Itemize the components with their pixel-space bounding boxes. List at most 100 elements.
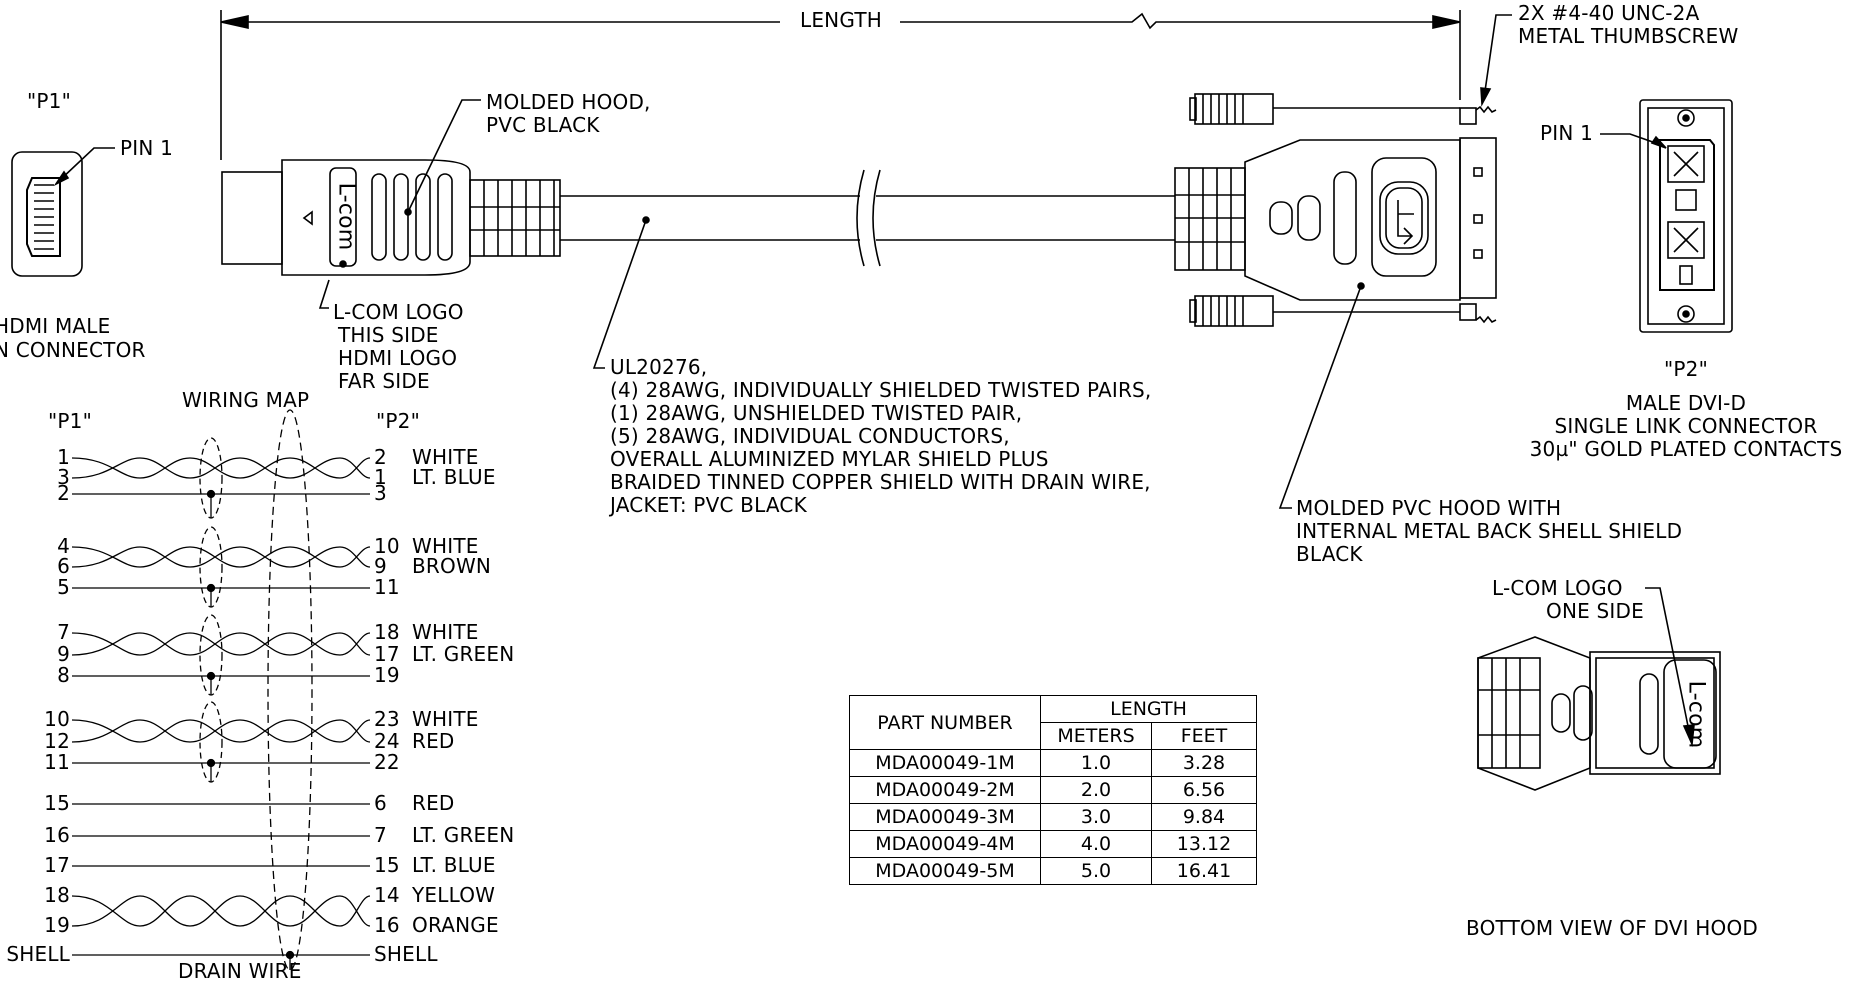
wiring-color: LT. BLUE <box>412 853 496 877</box>
wiring-p1-pin: SHELL <box>6 942 70 966</box>
p2-desc-1: MALE DVI-D <box>1625 391 1747 415</box>
wiring-map <box>71 409 371 971</box>
wiring-p1-pin: 12 <box>44 729 70 753</box>
wiring-map-title: WIRING MAP <box>182 388 310 412</box>
feet-header: FEET <box>1151 722 1257 750</box>
thumbscrew-callout-2: METAL THUMBSCREW <box>1518 24 1739 48</box>
hood-hdmi-callout-1: MOLDED HOOD, <box>486 90 651 114</box>
wiring-p2-pin: 7 <box>374 823 387 847</box>
p1-desc-2: N CONNECTOR <box>0 338 146 362</box>
wiring-p2-pin: 22 <box>374 750 400 774</box>
table-cell-part: MDA00049-5M <box>849 857 1041 885</box>
table-cell-meters: 2.0 <box>1040 776 1152 804</box>
cable-callout-1: UL20276, <box>610 355 708 379</box>
part-number-header: PART NUMBER <box>849 695 1041 750</box>
wiring-color: ORANGE <box>412 913 499 937</box>
wiring-p2-pin: SHELL <box>374 942 438 966</box>
wiring-p2-pin: 9 <box>374 554 387 578</box>
table-cell-part: MDA00049-1M <box>849 749 1041 777</box>
wiring-color: WHITE <box>412 534 479 558</box>
p2-label: "P2" <box>1664 357 1708 381</box>
part-number-table: PART NUMBER LENGTH METERS FEET MDA00049-… <box>849 695 1257 885</box>
p2-pin1-label: PIN 1 <box>1540 121 1594 145</box>
length-label: LENGTH <box>800 8 882 32</box>
table-cell-part: MDA00049-4M <box>849 830 1041 858</box>
wiring-p2-pin: 1 <box>374 465 387 489</box>
table-cell-meters: 5.0 <box>1040 857 1152 885</box>
logo-hdmi-callout-2: THIS SIDE <box>338 323 439 347</box>
wiring-color: BROWN <box>412 554 492 578</box>
wiring-color: WHITE <box>412 445 479 469</box>
wiring-p1-pin: 15 <box>44 791 70 815</box>
wiring-p1-pin: 3 <box>57 465 70 489</box>
bottom-view-label: BOTTOM VIEW OF DVI HOOD <box>1466 916 1759 940</box>
wiring-p1-pin: 1 <box>57 445 70 469</box>
wiring-p2-header: "P2" <box>376 409 420 433</box>
wiring-p1-pin: 17 <box>44 853 70 877</box>
wiring-p1-pin: 7 <box>57 620 70 644</box>
table-cell-meters: 1.0 <box>1040 749 1152 777</box>
p2-desc-2: SINGLE LINK CONNECTOR <box>1554 414 1818 438</box>
wiring-p2-pin: 19 <box>374 663 400 687</box>
drain-wire-label: DRAIN WIRE <box>178 959 302 983</box>
table-cell-meters: 4.0 <box>1040 830 1152 858</box>
p1-label: "P1" <box>27 89 71 113</box>
hood-hdmi-callout-2: PVC BLACK <box>486 113 600 137</box>
logo-hdmi-callout-1: L-COM LOGO <box>333 300 464 324</box>
wiring-p2-pin: 14 <box>374 883 400 907</box>
wiring-p1-pin: 10 <box>44 707 70 731</box>
hood-dvi-callout-3: BLACK <box>1296 542 1363 566</box>
hood-dvi-callout-1: MOLDED PVC HOOD WITH <box>1296 496 1562 520</box>
meters-header: METERS <box>1040 722 1152 750</box>
wiring-p2-pin: 10 <box>374 534 400 558</box>
cable-callout-4: (5) 28AWG, INDIVIDUAL CONDUCTORS, <box>610 424 1010 448</box>
table-cell-part: MDA00049-3M <box>849 803 1041 831</box>
cable-callout-5: OVERALL ALUMINIZED MYLAR SHIELD PLUS <box>610 447 1049 471</box>
dvi-end-view <box>1600 99 1733 333</box>
wiring-p2-pin: 15 <box>374 853 400 877</box>
wiring-p1-pin: 11 <box>44 750 70 774</box>
hdmi-logo-text: L-com <box>333 182 359 251</box>
wiring-p1-pin: 8 <box>57 663 70 687</box>
wiring-p2-pin: 3 <box>374 481 387 505</box>
wiring-color: LT. GREEN <box>412 823 515 847</box>
wiring-color: LT. BLUE <box>412 465 496 489</box>
p1-desc-1: HDMI MALE <box>0 314 111 338</box>
dvi-hood-bottom-view <box>1477 587 1721 791</box>
wiring-p1-header: "P1" <box>48 409 92 433</box>
wiring-p1-pin: 5 <box>57 575 70 599</box>
dvi-hood-logo-text: L-com <box>1683 680 1709 749</box>
length-dimension <box>220 10 1461 160</box>
wiring-p2-pin: 24 <box>374 729 400 753</box>
hood-dvi-callout-2: INTERNAL METAL BACK SHELL SHIELD <box>1296 519 1683 543</box>
table-cell-feet: 6.56 <box>1151 776 1257 804</box>
wiring-p1-pin: 6 <box>57 554 70 578</box>
logo-dvi-callout-2: ONE SIDE <box>1546 599 1644 623</box>
cable-callout-3: (1) 28AWG, UNSHIELDED TWISTED PAIR, <box>610 401 1023 425</box>
hdmi-connector-side <box>221 99 561 309</box>
p2-desc-3: 30µ" GOLD PLATED CONTACTS <box>1529 437 1843 461</box>
wiring-p1-pin: 19 <box>44 913 70 937</box>
wiring-p1-pin: 18 <box>44 883 70 907</box>
wiring-color: YELLOW <box>412 883 496 907</box>
wiring-p2-pin: 2 <box>374 445 387 469</box>
dvi-connector-side <box>1174 14 1512 509</box>
wiring-p2-pin: 16 <box>374 913 400 937</box>
logo-hdmi-callout-4: FAR SIDE <box>338 369 430 393</box>
wiring-p1-pin: 16 <box>44 823 70 847</box>
wiring-p2-pin: 23 <box>374 707 400 731</box>
logo-hdmi-callout-3: HDMI LOGO <box>338 346 458 370</box>
table-cell-meters: 3.0 <box>1040 803 1152 831</box>
cable <box>560 169 1175 369</box>
wiring-color: RED <box>412 791 455 815</box>
cable-callout-6: BRAIDED TINNED COPPER SHIELD WITH DRAIN … <box>610 470 1151 494</box>
thumbscrew-callout-1: 2X #4-40 UNC-2A <box>1518 1 1700 25</box>
wiring-p2-pin: 6 <box>374 791 387 815</box>
wiring-p1-pin: 9 <box>57 642 70 666</box>
wiring-p2-pin: 11 <box>374 575 400 599</box>
wiring-color: WHITE <box>412 620 479 644</box>
